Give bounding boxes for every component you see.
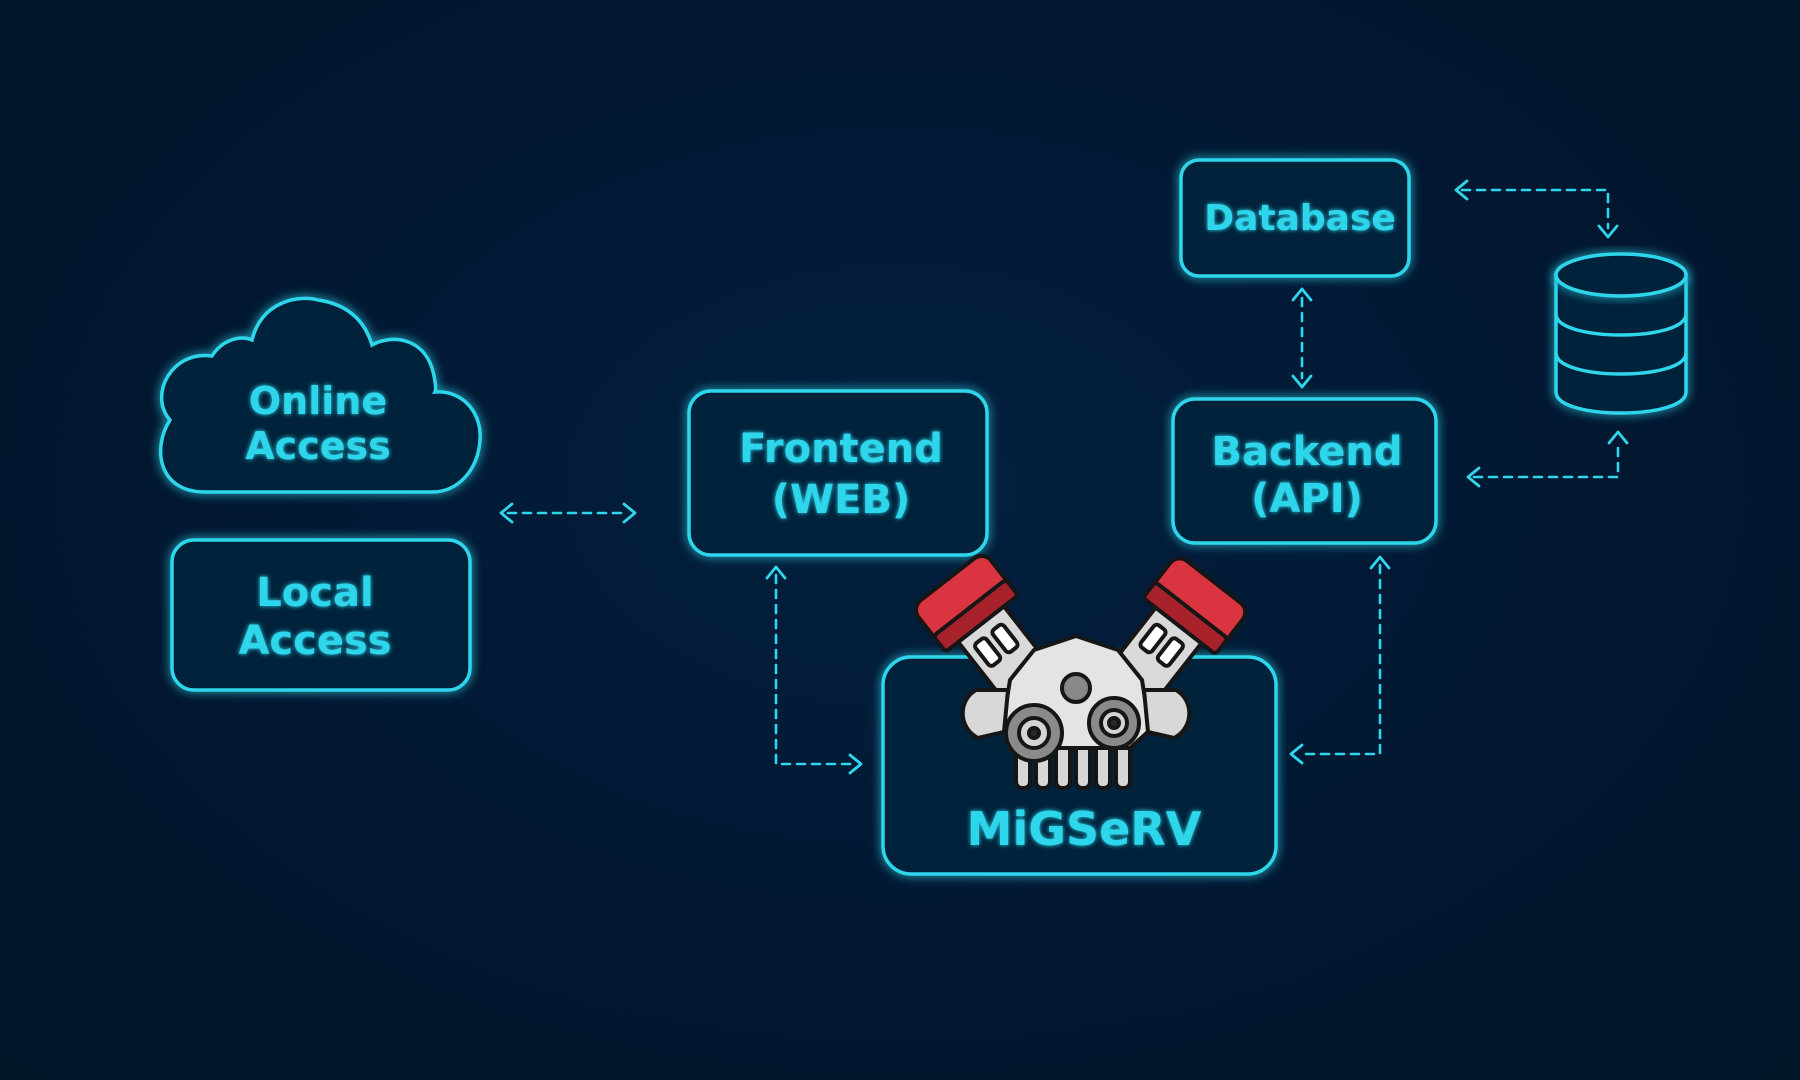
frontend-label-line1: Frontend [739, 426, 943, 472]
backend-label-line2: (API) [1251, 476, 1363, 522]
engine-icon [913, 553, 1248, 790]
cloud-icon [158, 296, 482, 494]
connector-frontend-migserv [765, 565, 863, 775]
online-access-node: Online Access [158, 296, 482, 494]
local-access-box [170, 538, 472, 692]
database-cylinder-icon [1554, 252, 1688, 415]
connector-database-backend [1291, 287, 1313, 389]
local-access-label-line1: Local [256, 570, 373, 616]
frontend-label-line2: (WEB) [772, 477, 911, 523]
frontend-node: Frontend (WEB) [687, 389, 989, 557]
connector-backend-migserv [1289, 555, 1391, 765]
local-access-node: Local Access [170, 538, 472, 692]
database-box [1179, 158, 1411, 278]
backend-node: Backend (API) [1171, 397, 1438, 545]
frontend-box [687, 389, 989, 557]
online-access-label-line1: Online [249, 379, 387, 423]
backend-label-line1: Backend [1212, 429, 1403, 475]
connector-database-cylinder [1454, 179, 1619, 239]
local-access-label-line2: Access [238, 618, 391, 664]
backend-box [1171, 397, 1438, 545]
online-access-label-line2: Access [245, 424, 390, 468]
migserv-label: MiGSeRV [967, 802, 1202, 856]
connector-access-frontend [499, 502, 637, 524]
database-label: Database [1204, 198, 1396, 239]
database-node: Database [1179, 158, 1411, 278]
connector-backend-cylinder [1466, 430, 1629, 488]
